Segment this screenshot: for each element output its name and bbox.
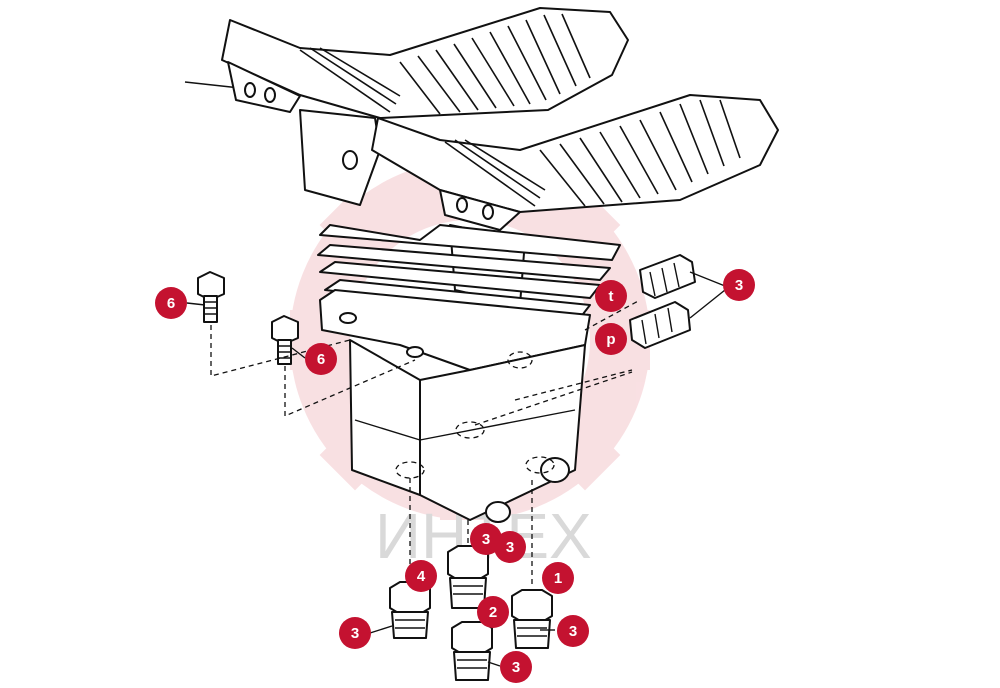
callout-port-p: p xyxy=(595,323,627,355)
fitting-t xyxy=(639,254,696,299)
callout-port-t: t xyxy=(595,280,627,312)
valve-body xyxy=(319,289,591,523)
assembly-lines xyxy=(210,299,641,588)
callout-port-4: 4 xyxy=(405,560,437,592)
callout-label: 6 xyxy=(317,351,325,368)
callout-label: 3 xyxy=(512,659,520,676)
callout-underside-b: 3 xyxy=(494,531,526,563)
fitting-port-2-top xyxy=(447,545,489,609)
callout-fitting-2: 3 xyxy=(500,651,532,683)
callout-label: 2 xyxy=(489,604,497,621)
fitting-port-4 xyxy=(389,581,431,639)
bolt-left xyxy=(197,271,225,323)
callout-label: t xyxy=(609,288,614,305)
fitting-port-1 xyxy=(511,589,553,649)
callout-label: 3 xyxy=(506,539,514,556)
callout-port-1: 1 xyxy=(542,562,574,594)
leader-lines xyxy=(186,271,726,667)
callout-fitting-1: 3 xyxy=(557,615,589,647)
callout-fitting-4: 3 xyxy=(339,617,371,649)
lever-line xyxy=(184,81,241,89)
callout-label: 3 xyxy=(569,623,577,640)
pedal-back xyxy=(221,7,629,206)
bolt-right xyxy=(271,315,299,365)
callout-label: 1 xyxy=(554,570,562,587)
callout-bolt-right: 6 xyxy=(305,343,337,375)
callout-fitting-pair: 3 xyxy=(723,269,755,301)
fitting-p xyxy=(629,301,691,349)
fitting-port-2-bottom xyxy=(451,621,493,681)
callout-label: 3 xyxy=(482,531,490,548)
callout-port-2: 2 xyxy=(477,596,509,628)
callout-bolt-left: 6 xyxy=(155,287,187,319)
callout-label: 4 xyxy=(417,568,426,585)
callout-label: 3 xyxy=(351,625,359,642)
callout-label: p xyxy=(606,331,615,348)
callout-label: 6 xyxy=(167,295,175,312)
callout-label: 3 xyxy=(735,277,743,294)
